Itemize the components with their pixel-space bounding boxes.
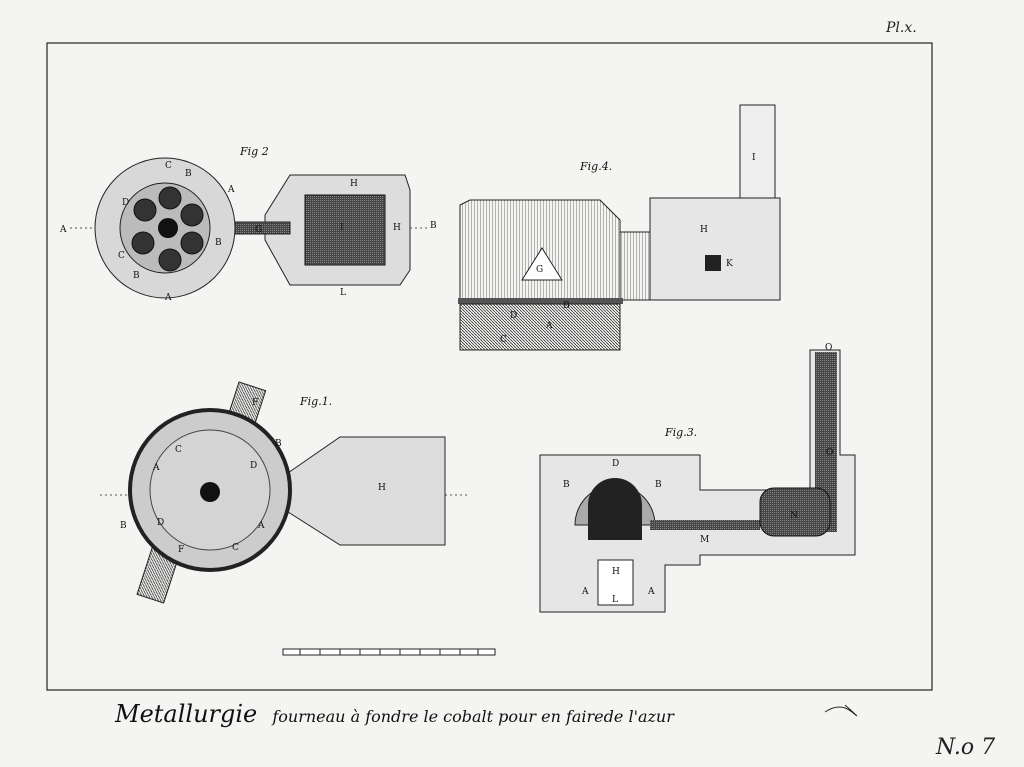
plate-caption: Metallurgie fourneau à fondre le cobalt … <box>115 700 674 728</box>
figure-label: F <box>178 545 184 555</box>
figure-label: H <box>378 483 386 493</box>
figure-label: B <box>185 169 192 179</box>
figure-label: I <box>340 223 344 233</box>
figure-label: C <box>165 161 172 171</box>
figure-label: L <box>612 595 618 605</box>
figure-label: B <box>563 480 570 490</box>
figure-3-section: Fig.3. D B B H L A A M N O O <box>539 343 856 613</box>
figure-label: B <box>275 439 282 449</box>
figure-label: A <box>647 587 655 597</box>
figure-2-plan: Fig 2 A B C B A D C B A H I H L B G <box>59 145 437 303</box>
figure-label: B <box>655 480 662 490</box>
figure-label: H <box>350 179 358 189</box>
figure-label: C <box>175 445 182 455</box>
figure-label: C <box>500 335 507 345</box>
figure-label: A <box>227 185 235 195</box>
figure-label: A <box>257 521 265 531</box>
figure-label: D <box>510 311 517 321</box>
scale-bar <box>282 648 496 656</box>
figure-label: K <box>726 259 733 269</box>
figure-label: B <box>430 221 437 231</box>
figure-1-plan: Fig.1. A C D B B D A C F F H <box>100 381 470 604</box>
figure-label: A <box>164 293 172 303</box>
figure-label: O <box>825 343 832 353</box>
flourish <box>824 704 858 717</box>
figure-label: A <box>59 225 67 235</box>
figure-label: H <box>393 223 401 233</box>
figure-label: A <box>152 463 160 473</box>
figure-label: C <box>232 543 239 553</box>
figure-label: B <box>133 271 140 281</box>
figure-label: A <box>545 321 553 331</box>
figure-label: O <box>826 448 833 458</box>
figure-label: H <box>612 567 620 577</box>
figure-label: D <box>157 518 164 528</box>
plate-border <box>46 42 933 691</box>
figure-label: N <box>790 511 798 521</box>
figure-label: G <box>536 265 543 275</box>
figure-3-title: Fig.3. <box>664 426 697 439</box>
figure-label: G <box>255 225 262 235</box>
figure-label: H <box>700 225 708 235</box>
figure-label: D <box>250 461 257 471</box>
figure-4-title: Fig.4. <box>579 160 612 173</box>
figure-label: I <box>752 153 756 163</box>
figure-label: B <box>215 238 222 248</box>
figure-label: C <box>118 251 125 261</box>
plate-label: Pl.x. <box>886 20 917 36</box>
figure-2-title: Fig 2 <box>239 145 269 158</box>
figure-label: L <box>340 288 346 298</box>
figure-label: M <box>700 535 709 545</box>
figure-1-title: Fig.1. <box>299 395 332 408</box>
caption-subtitle: fourneau à fondre le cobalt pour en fair… <box>272 707 674 726</box>
figure-label: A <box>581 587 589 597</box>
figure-4-elevation: Fig.4. I H K G D B A C <box>458 104 781 351</box>
figure-label: D <box>122 198 129 208</box>
plate-number: N.o 7 <box>936 735 996 760</box>
figure-label: B <box>563 301 570 311</box>
caption-title: Metallurgie <box>115 700 258 728</box>
figure-label: D <box>612 459 619 469</box>
figure-label: B <box>120 521 127 531</box>
figure-label: F <box>252 398 258 408</box>
